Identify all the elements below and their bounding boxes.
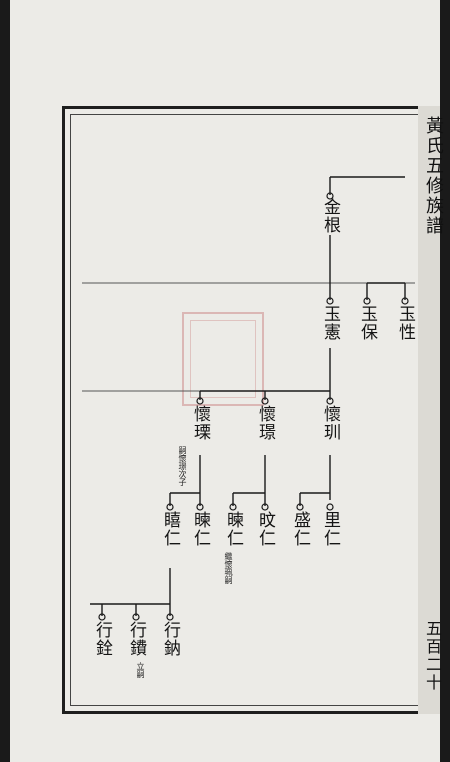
name-xingquan: 行銓 — [92, 621, 112, 657]
note-xingzan: 立嗣 — [136, 662, 145, 678]
name-yubao: 玉保 — [357, 305, 377, 341]
library-seal — [182, 312, 264, 406]
note-jianren-b: 繼懷珮嗣 — [224, 552, 233, 584]
name-huaichuan: 懷玔 — [320, 405, 340, 441]
name-xingna: 行鈉 — [160, 621, 180, 657]
name-jianren: 暕仁 — [190, 511, 210, 547]
name-xiren: 瞦仁 — [160, 511, 180, 547]
name-shengren: 盛仁 — [290, 511, 310, 547]
side-title: 黃氏五修族譜 — [423, 116, 444, 236]
genealogy-page — [10, 0, 440, 762]
name-jianren-b: 暕仁 — [223, 511, 243, 547]
name-jingen: 金根 — [320, 198, 340, 234]
name-minren: 旼仁 — [255, 511, 275, 547]
name-huaili: 懷瑮 — [190, 405, 210, 441]
note-huaili: 嗣懷璟次子 — [178, 446, 187, 486]
name-yuxing: 玉性 — [395, 305, 415, 341]
name-huaijing: 懷璟 — [255, 405, 275, 441]
side-footer: 五百二十 — [423, 620, 442, 692]
name-liren: 里仁 — [320, 511, 340, 547]
name-xingzan: 行鐨 — [126, 621, 146, 657]
side-column — [418, 106, 440, 714]
name-yuxian: 玉憲 — [320, 305, 340, 341]
